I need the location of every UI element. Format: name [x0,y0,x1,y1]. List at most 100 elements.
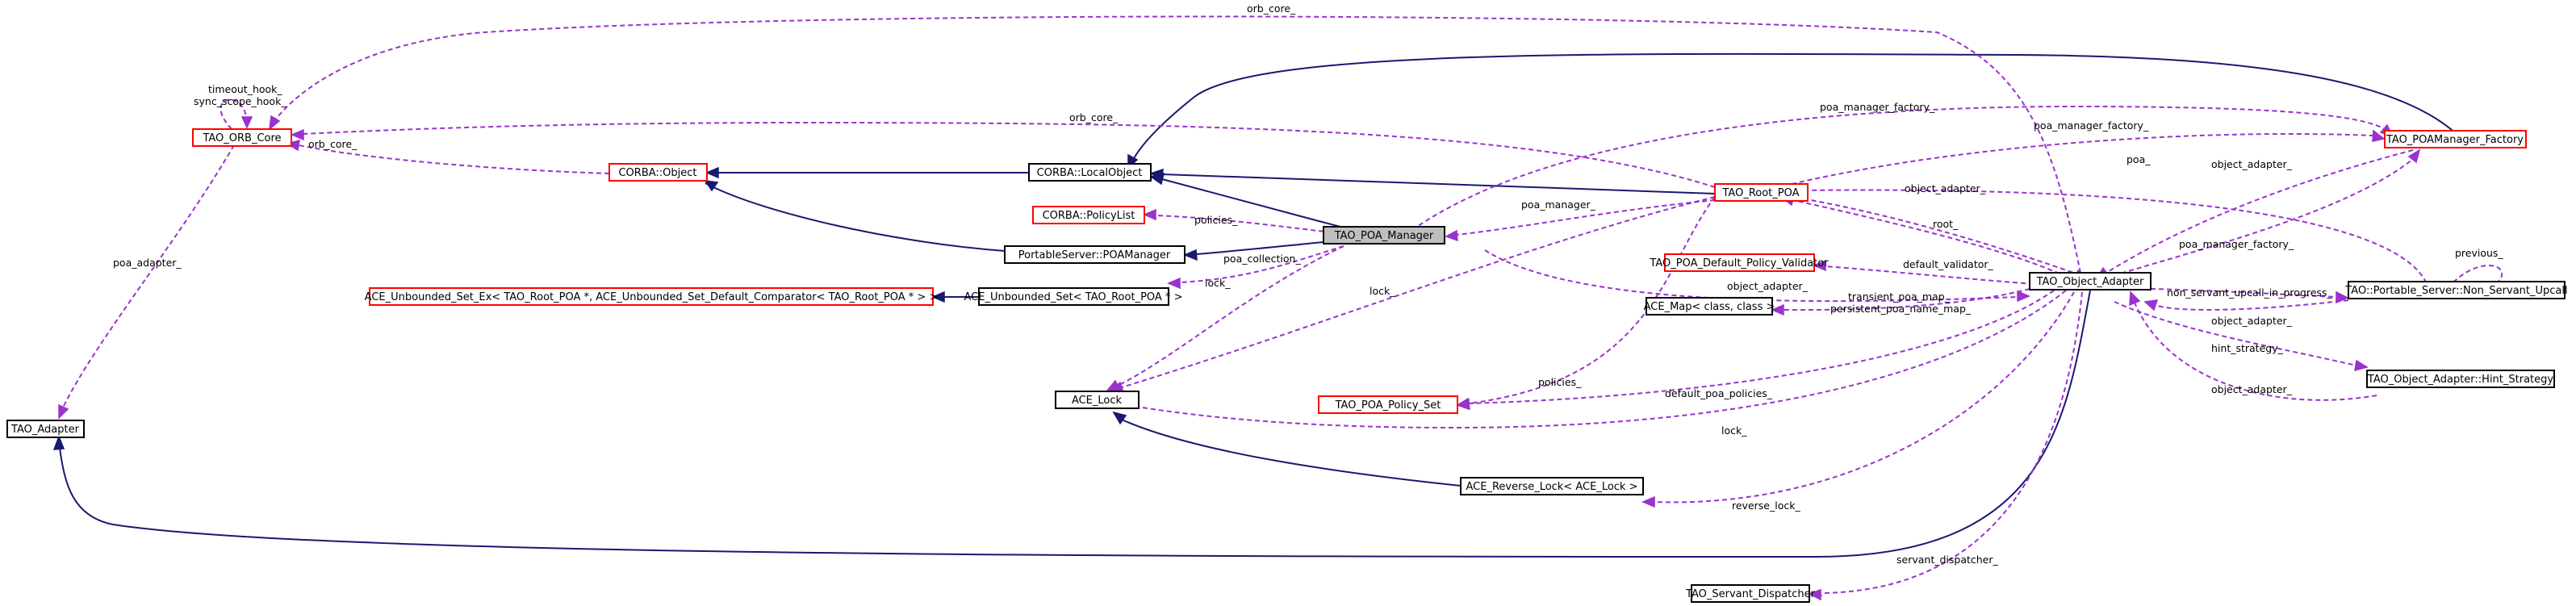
node-tao-servant-dispatcher[interactable]: TAO_Servant_Dispatcher [1685,584,1816,603]
svg-text:TAO_Adapter: TAO_Adapter [10,424,80,436]
label-transient-poa-map: transient_poa_map_ [1848,290,1951,303]
node-corba-object[interactable]: CORBA::Object [608,163,708,182]
edge-use-orb-core-top [269,15,2083,282]
edge-use-objectadapter-hint [2129,290,2377,401]
svg-text:CORBA::PolicyList: CORBA::PolicyList [1043,210,1135,222]
edge-use-lock-poamanager [1106,245,1344,391]
node-corba-localobject[interactable]: CORBA::LocalObject [1028,163,1152,182]
node-tao-poa-default-policy-validator[interactable]: TAO_POA_Default_Policy_Validator [1649,253,1829,272]
edge-use-transient-map [1771,288,2030,316]
label-poa-manager: poa_manager_ [1521,199,1596,211]
label-reverse-lock: reverse_lock_ [1732,499,1800,512]
svg-text:TAO_ORB_Core: TAO_ORB_Core [202,132,281,144]
label-poa-manager-factory-2: poa_manager_factory_ [2034,119,2149,132]
label-orb-core-top: orb_core_ [1247,2,1296,15]
label-object-adapter-4: object_adapter_ [2211,315,2293,327]
edge-use-default-validator [1813,259,2034,285]
label-object-adapter-5: object_adapter_ [2211,383,2293,395]
label-previous: previous_ [2455,247,2503,259]
label-policies-2: policies_ [1538,376,1582,388]
svg-text:ACE_Unbounded_Set< TAO_Root_PO: ACE_Unbounded_Set< TAO_Root_POA * > [964,291,1183,303]
svg-text:TAO_POAManager_Factory: TAO_POAManager_Factory [2386,134,2524,146]
edge-use-orb-core-self [220,98,253,130]
edge-use-poa-collection [1167,245,1344,290]
label-servant-dispatcher: servant_dispatcher_ [1896,554,1999,566]
edge-use-non-servant-upcall [2150,288,2349,304]
label-non-servant-upcall-in-progress: non_servant_upcall_in_progress_ [2167,286,2332,299]
label-poa-collection: poa_collection_ [1223,253,1301,265]
label-poa: poa_ [2126,153,2151,165]
label-orb-core-object: orb_core_ [308,138,358,150]
svg-text:ACE_Lock: ACE_Lock [1072,395,1123,407]
node-tao-poamanager-factory[interactable]: TAO_POAManager_Factory [2384,130,2527,148]
edge-use-poa-adapter [58,144,235,420]
edge-use-orb-core-rootpoa [291,121,1716,188]
svg-text:ACE_Map< class, class >: ACE_Map< class, class > [1644,301,1775,313]
label-default-validator: default_validator_ [1903,258,1994,270]
svg-text:PortableServer::POAManager: PortableServer::POAManager [1018,249,1171,261]
label-orb-core-rootpoa: orb_core_ [1069,111,1119,123]
label-root: root_ [1933,218,1959,230]
node-ace-unbounded-set[interactable]: ACE_Unbounded_Set< TAO_Root_POA * > [964,287,1183,306]
edge-use-default-poa-policies [1456,290,2055,411]
edge-use-objectadapter-nonservant [2143,299,2349,311]
edge-inherit-poamanager-object [704,180,1006,252]
node-corba-policylist[interactable]: CORBA::PolicyList [1032,206,1145,224]
label-object-adapter-1: object_adapter_ [2211,158,2293,170]
label-policies-1: policies_ [1194,214,1238,226]
edge-use-reverse-lock [1641,291,2075,508]
edge-inherit-factory-localobject [1127,52,2462,169]
svg-text:ACE_Reverse_Lock< ACE_Lock >: ACE_Reverse_Lock< ACE_Lock > [1466,481,1637,493]
svg-text:TAO_Object_Adapter: TAO_Object_Adapter [2036,276,2144,288]
svg-text:CORBA::Object: CORBA::Object [618,167,696,179]
node-tao-poa-policy-set[interactable]: TAO_POA_Policy_Set [1318,395,1458,414]
node-tao-poa-manager[interactable]: TAO_POA_Manager [1323,226,1445,244]
node-tao-orb-core[interactable]: TAO_ORB_Core [192,128,292,147]
svg-text:TAO::Portable_Server::Non_Serv: TAO::Portable_Server::Non_Servant_Upcall [2344,285,2567,297]
label-object-adapter-2: object_adapter_ [1905,182,1986,194]
svg-text:CORBA::LocalObject: CORBA::LocalObject [1037,167,1143,179]
label-poa-manager-factory-3: poa_manager_factory_ [2179,238,2294,250]
edge-inherit-rootpoa-localobject [1149,168,1716,194]
edge-inherit-reverselock-acelock [1112,411,1462,487]
svg-text:TAO_Object_Adapter::Hint_Strat: TAO_Object_Adapter::Hint_Strategy [2367,374,2554,386]
edge-use-policies-policylist [1143,208,1332,233]
edge-inherit-localobject-object [705,166,1029,179]
svg-text:TAO_Root_POA: TAO_Root_POA [1721,187,1799,199]
label-lock-1: lock_ [1205,277,1231,289]
label-sync-scope-hook: sync_scope_hook_ [194,95,286,107]
edge-use-objectadapter-poamanager [1484,249,2030,303]
svg-text:TAO_POA_Default_Policy_Validat: TAO_POA_Default_Policy_Validator [1649,257,1829,270]
node-tao-adapter[interactable]: TAO_Adapter [6,420,85,438]
node-portableserver-poamanager[interactable]: PortableServer::POAManager [1004,245,1186,264]
label-poa-adapter: poa_adapter_ [113,257,182,269]
node-tao-hint-strategy[interactable]: TAO_Object_Adapter::Hint_Strategy [2366,370,2555,388]
label-object-adapter-3: object_adapter_ [1727,280,1809,292]
edge-use-factory-rootpoa [1791,129,2386,185]
label-default-poa-policies: default_poa_policies_ [1665,387,1773,399]
node-ace-unbounded-set-ex[interactable]: ACE_Unbounded_Set_Ex< TAO_Root_POA *, AC… [365,287,939,306]
node-ace-reverse-lock[interactable]: ACE_Reverse_Lock< ACE_Lock > [1460,477,1644,495]
label-timeout-hook: timeout_hook_ [208,83,282,95]
edge-inherit-objectadapter-taoadapter [52,290,2091,558]
edge-use-poa-manager [1445,199,1716,242]
svg-text:TAO_POA_Policy_Set: TAO_POA_Policy_Set [1335,399,1441,412]
svg-text:ACE_Unbounded_Set_Ex< TAO_Root: ACE_Unbounded_Set_Ex< TAO_Root_POA *, AC… [365,291,939,303]
edge-inherit-unboundedset-unboundedsetex [931,290,979,303]
node-ace-map[interactable]: ACE_Map< class, class > [1644,297,1775,316]
edge-use-factory-objectadapter [2097,148,2421,282]
edge-use-hint-strategy [2114,301,2369,372]
svg-text:TAO_Servant_Dispatcher: TAO_Servant_Dispatcher [1685,588,1816,600]
edge-inherit-poamanagerimpl-localobject [1149,172,1344,228]
node-tao-root-poa[interactable]: TAO_Root_POA [1714,183,1809,202]
node-tao-non-servant-upcall[interactable]: TAO::Portable_Server::Non_Servant_Upcall [2344,281,2568,299]
node-tao-object-adapter[interactable]: TAO_Object_Adapter [2029,272,2152,290]
edge-use-servant-dispatcher [1804,291,2083,601]
label-persistent-poa-name-map: persistent_poa_name_map_ [1830,303,1972,315]
label-poa-manager-factory-1: poa_manager_factory_ [1820,101,1935,113]
node-ace-lock[interactable]: ACE_Lock [1055,391,1140,409]
svg-text:TAO_POA_Manager: TAO_POA_Manager [1334,230,1434,242]
label-lock-2: lock_ [1370,285,1395,297]
label-lock-3: lock_ [1721,424,1747,437]
